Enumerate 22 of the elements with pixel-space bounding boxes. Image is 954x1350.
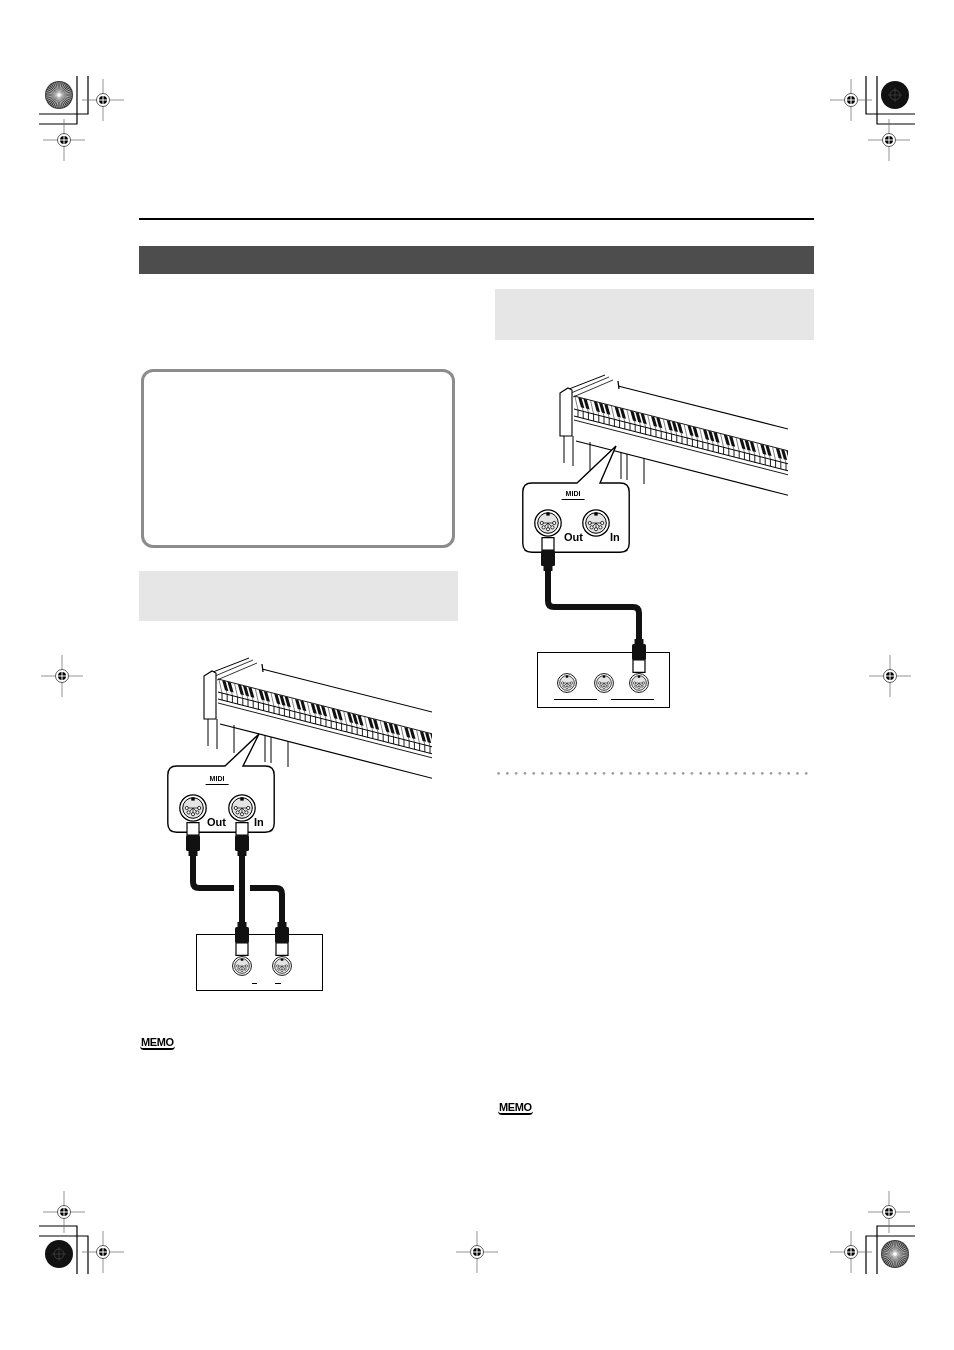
din-socket xyxy=(594,673,614,693)
device-panel xyxy=(196,934,323,991)
subheading-band xyxy=(139,571,458,621)
midi-cable xyxy=(540,537,647,673)
memo-label: MEMO xyxy=(498,1101,533,1115)
note-box xyxy=(141,369,455,548)
din-socket xyxy=(232,956,252,976)
din-socket xyxy=(629,673,649,693)
memo-label: MEMO xyxy=(140,1036,175,1050)
port-label: In xyxy=(610,531,620,544)
port-label: Out xyxy=(564,531,583,544)
din-socket xyxy=(557,673,577,693)
din-socket xyxy=(272,956,292,976)
jack-panel-callout xyxy=(522,445,630,553)
section-heading-bar xyxy=(139,246,814,274)
port-label: Out xyxy=(207,816,226,829)
subheading-band xyxy=(495,289,814,340)
midi-cable xyxy=(185,822,290,956)
port-label: In xyxy=(254,816,264,829)
jack-panel-callout xyxy=(167,733,275,833)
device-panel xyxy=(537,652,670,708)
midi-cable xyxy=(234,822,250,956)
